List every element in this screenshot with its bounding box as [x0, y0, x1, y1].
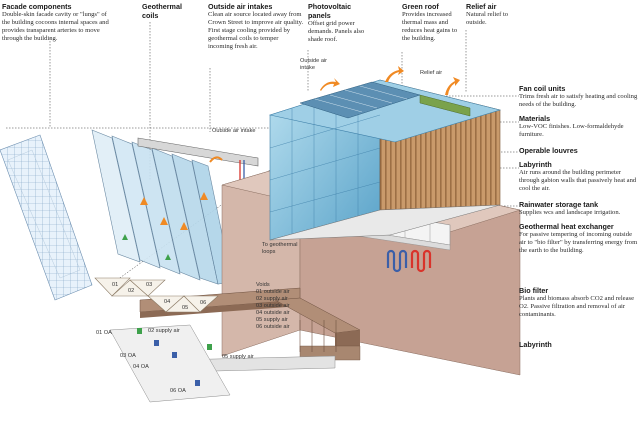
voids-item: 06 outside air — [256, 324, 290, 330]
label-body: Double-skin facade cavity or "lungs" of … — [2, 11, 109, 42]
label-body: Supplies wcs and landscape irrigation. — [519, 209, 621, 216]
oa-marker-03: 03 OA — [120, 353, 136, 359]
label-heading: Photovoltaic panels — [308, 2, 352, 20]
oa-marker-06: 06 OA — [170, 388, 186, 394]
labyrinth-walls — [109, 287, 361, 403]
label-heading: Outside air intakes — [208, 2, 273, 11]
label-heading: Fan coil units — [519, 84, 566, 93]
label-fan-coil-units: Fan coil units Trims fresh air to satisf… — [519, 84, 638, 109]
triangle-number: 03 — [146, 282, 153, 288]
label-facade-components: Facade components Double-skin facade cav… — [2, 2, 114, 43]
label-heading: Facade components — [2, 2, 72, 11]
label-body: Air runs around the building perimeter t… — [519, 169, 637, 192]
label-body: Clean air source located away from Crown… — [208, 11, 304, 50]
label-body: Low-VOC finishes. Low-formaldehyde furni… — [519, 123, 624, 138]
label-rainwater-storage: Rainwater storage tank Supplies wcs and … — [519, 200, 638, 217]
void-triangles — [94, 277, 219, 313]
triangle-number: 05 — [182, 305, 189, 311]
label-heading: Green roof — [402, 2, 439, 11]
label-geothermal-coils: Geothermal coils — [142, 2, 192, 20]
label-heading: Bio filter — [519, 286, 549, 295]
label-heading: Labyrinth — [519, 340, 552, 349]
voids-item: 01 outside air — [256, 289, 290, 295]
label-heading: Relief air — [466, 2, 497, 11]
voids-item: 05 supply air — [256, 317, 288, 323]
outside-air-intake-mid-label: Outside air intake — [212, 128, 256, 134]
label-heading: Geothermal heat exchanger — [519, 222, 614, 231]
label-body: Plants and biomass absorb CO2 and releas… — [519, 295, 635, 318]
label-body: For passive tempering of incoming outsid… — [519, 231, 638, 254]
voids-item: 03 outside air — [256, 303, 290, 309]
voids-item: 04 outside air — [256, 310, 290, 316]
label-heading: Materials — [519, 114, 551, 123]
label-outside-air-intakes: Outside air intakes Clean air source loc… — [208, 2, 304, 51]
label-body: Natural relief to outside. — [466, 11, 509, 26]
triangle-number: 06 — [200, 300, 207, 306]
supply-marker-02: 02 supply air — [148, 328, 180, 334]
triangle-number: 01 — [112, 282, 119, 288]
geothermal-heat-exchanger — [386, 249, 432, 273]
relief-air-arrows — [320, 66, 460, 95]
voids-item: 02 supply air — [256, 296, 288, 302]
label-body: Trims fresh air to satisfy heating and c… — [519, 93, 638, 108]
relief-air-label: Relief air — [420, 70, 443, 76]
label-green-roof: Green roof Provides increased thermal ma… — [402, 2, 464, 43]
label-geothermal-heat-exchanger: Geothermal heat exchanger For passive te… — [519, 222, 638, 255]
airflow-markers — [137, 328, 212, 386]
label-heading: Operable louvres — [519, 146, 578, 155]
label-heading: Rainwater storage tank — [519, 200, 599, 209]
label-body: Provides increased thermal mass and redu… — [402, 11, 458, 42]
voids-title: Voids — [256, 282, 270, 288]
voids-legend: Voids 01 outside air 02 supply air 03 ou… — [256, 282, 316, 331]
outside-air-intake-top-label: Outside air intake — [300, 58, 328, 71]
main-building — [268, 79, 502, 241]
facade-grid-panel — [0, 134, 93, 301]
air-flow-arrows-fins — [122, 192, 208, 260]
label-body: Offset grid power demands. Panels also s… — [308, 20, 365, 43]
triangle-number: 02 — [128, 288, 135, 294]
label-labyrinth-upper: Labyrinth Air runs around the building p… — [519, 160, 638, 193]
to-geothermal-label: To geothermal loops — [262, 242, 298, 255]
triangle-number: 04 — [164, 299, 171, 305]
label-bio-filter: Bio filter Plants and biomass absorb CO2… — [519, 286, 638, 319]
label-labyrinth-lower: Labyrinth — [519, 340, 638, 349]
oa-marker-04: 04 OA — [133, 364, 149, 370]
oa-marker-01: 01 OA — [96, 330, 112, 336]
label-operable-louvres: Operable louvres — [519, 146, 638, 155]
label-heading: Geothermal coils — [142, 2, 182, 20]
label-heading: Labyrinth — [519, 160, 552, 169]
supply-marker-05: 05 supply air — [222, 354, 254, 360]
label-materials: Materials Low-VOC finishes. Low-formalde… — [519, 114, 638, 139]
label-photovoltaic-panels: Photovoltaic panels Offset grid power de… — [308, 2, 370, 44]
label-relief-air: Relief air Natural relief to outside. — [466, 2, 518, 27]
